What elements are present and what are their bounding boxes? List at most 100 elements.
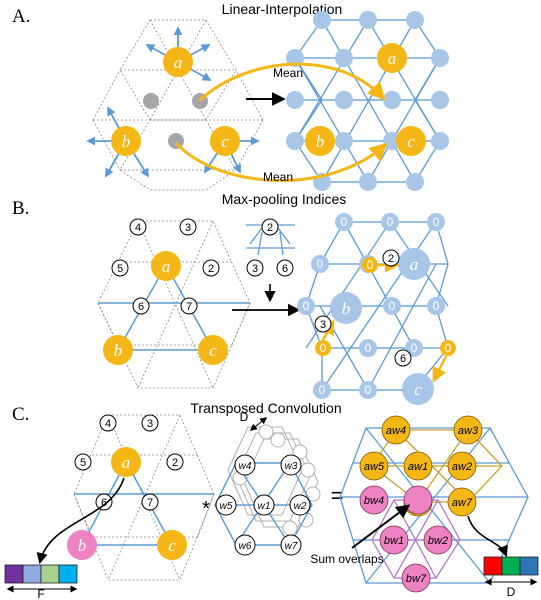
section-c-title: Transposed Convolution — [190, 400, 341, 416]
gold-zero-label: 0 — [445, 341, 452, 355]
c-node-a-label: a — [122, 453, 131, 472]
section-b: B. Max-pooling Indices 4 — [12, 191, 456, 405]
node-a — [163, 47, 193, 77]
zero-label: 0 — [365, 341, 372, 355]
sum-overlaps-arrow — [351, 504, 411, 549]
b-left-gold-nodes: a b c — [103, 251, 228, 365]
feature-d-cell-1 — [501, 556, 521, 576]
zero-label: 0 — [387, 215, 394, 229]
node-b-out-label: b — [316, 132, 325, 151]
out-bw7: bw7 — [406, 573, 427, 585]
mean-bottom-curve — [174, 141, 388, 182]
feature-f-cell-0 — [4, 564, 24, 584]
c-output-pink-nodes — [359, 485, 453, 593]
zero-label: 0 — [433, 215, 440, 229]
feature-f-cell-1 — [22, 564, 42, 584]
zero-label: 0 — [317, 257, 324, 271]
weight-w4: w4 — [239, 461, 252, 472]
section-c-letter: C. — [12, 404, 29, 425]
b-right-lattice — [305, 221, 449, 391]
c-index-3: 3 — [147, 418, 153, 430]
out-bw2: bw2 — [428, 535, 448, 547]
zero-label: 0 — [389, 299, 396, 313]
index-2: 2 — [208, 263, 214, 275]
zero-label: 0 — [319, 383, 326, 397]
a-right-blue-nodes — [286, 11, 449, 191]
b-node-b-label: b — [114, 341, 123, 360]
convolve-symbol: * — [202, 498, 210, 520]
section-a-letter: A. — [12, 6, 30, 27]
mean-top-curve — [198, 62, 386, 102]
b-right-gold-zero-nodes: 0 0 0 — [315, 257, 456, 356]
b-out-a-label: a — [410, 255, 419, 274]
b-right-index-circles: 2 3 6 — [314, 249, 412, 367]
node-c-out — [396, 126, 426, 156]
c-output-gold-nodes — [359, 415, 483, 517]
d-kernel-label: D — [240, 410, 249, 424]
feature-vector-f — [4, 564, 78, 584]
weight-w5: w5 — [220, 501, 233, 512]
node-c-label: c — [221, 132, 229, 151]
weight-w7: w7 — [285, 541, 298, 552]
c-node-b-label: b — [78, 536, 87, 555]
b-left-index-circles — [111, 218, 220, 315]
b-node-a-label: a — [162, 257, 171, 276]
zero-label: 0 — [341, 215, 348, 229]
f-label: F — [37, 587, 44, 600]
node-a-label: a — [174, 53, 183, 72]
section-b-title: Max-pooling Indices — [222, 191, 347, 207]
node-b-out — [305, 126, 335, 156]
c-left-index-labels: 4 3 5 2 6 7 — [80, 418, 178, 509]
gold-zero-label: 0 — [367, 258, 374, 272]
c-output-to-d-arrow — [467, 515, 508, 558]
node-c-out-label: c — [407, 132, 415, 151]
gold-zero-label: 0 — [320, 341, 327, 355]
b-out-b-label: b — [342, 299, 351, 318]
weight-w2: w2 — [294, 501, 307, 512]
zero-label: 0 — [303, 299, 310, 313]
section-a: A. Linear-Interpolation — [12, 1, 449, 191]
kernel-stack: D w4 w3 w5 w1 w2 w6 w7 — [214, 410, 321, 556]
c-index-2: 2 — [172, 457, 178, 469]
index-4: 4 — [135, 222, 141, 234]
a-gray-nodes — [143, 93, 208, 149]
feature-f-cell-2 — [40, 564, 60, 584]
out-aw4: aw4 — [386, 425, 406, 437]
b-node-c-label: c — [209, 341, 217, 360]
c-index-4: 4 — [105, 418, 111, 430]
out-bw4: bw4 — [364, 495, 384, 507]
feature-f-cell-3 — [58, 564, 78, 584]
c-output-labels: aw4 aw3 aw5 aw1 aw2 aw7 bw4 bw1 bw2 bw7 — [364, 425, 479, 585]
node-c — [210, 126, 240, 156]
node-a-out-label: a — [388, 49, 397, 68]
index-7: 7 — [186, 301, 192, 313]
out-aw7: aw7 — [452, 497, 473, 509]
mean-bottom-label: Mean — [263, 170, 293, 184]
feature-d-cell-0 — [483, 556, 503, 576]
feature-d-cell-2 — [519, 556, 539, 576]
stencil-index-3: 3 — [252, 263, 258, 275]
out-aw5: aw5 — [364, 461, 385, 473]
zero-label: 0 — [433, 299, 440, 313]
zero-label: 0 — [365, 383, 372, 397]
sum-overlaps-label: Sum overlaps — [310, 552, 383, 566]
weight-w3: w3 — [285, 461, 298, 472]
c-index-6: 6 — [101, 497, 107, 509]
out-aw2: aw2 — [452, 461, 472, 473]
index-5: 5 — [117, 263, 123, 275]
equals-symbol: = — [331, 483, 344, 508]
out-bw1: bw1 — [384, 535, 404, 547]
mean-top-label: Mean — [273, 66, 303, 80]
node-b — [111, 126, 141, 156]
node-a-out — [377, 43, 407, 73]
section-b-letter: B. — [12, 198, 29, 219]
weight-w1: w1 — [258, 501, 271, 512]
c-left-index-circles — [74, 414, 184, 511]
feature-vector-d — [483, 556, 539, 576]
d-label: D — [507, 585, 516, 599]
zero-label: 0 — [411, 341, 418, 355]
c-node-a-to-feature-arrow — [36, 477, 125, 565]
c-left-nodes: a b c — [67, 447, 187, 560]
b-right-index-2: 2 — [388, 253, 394, 265]
